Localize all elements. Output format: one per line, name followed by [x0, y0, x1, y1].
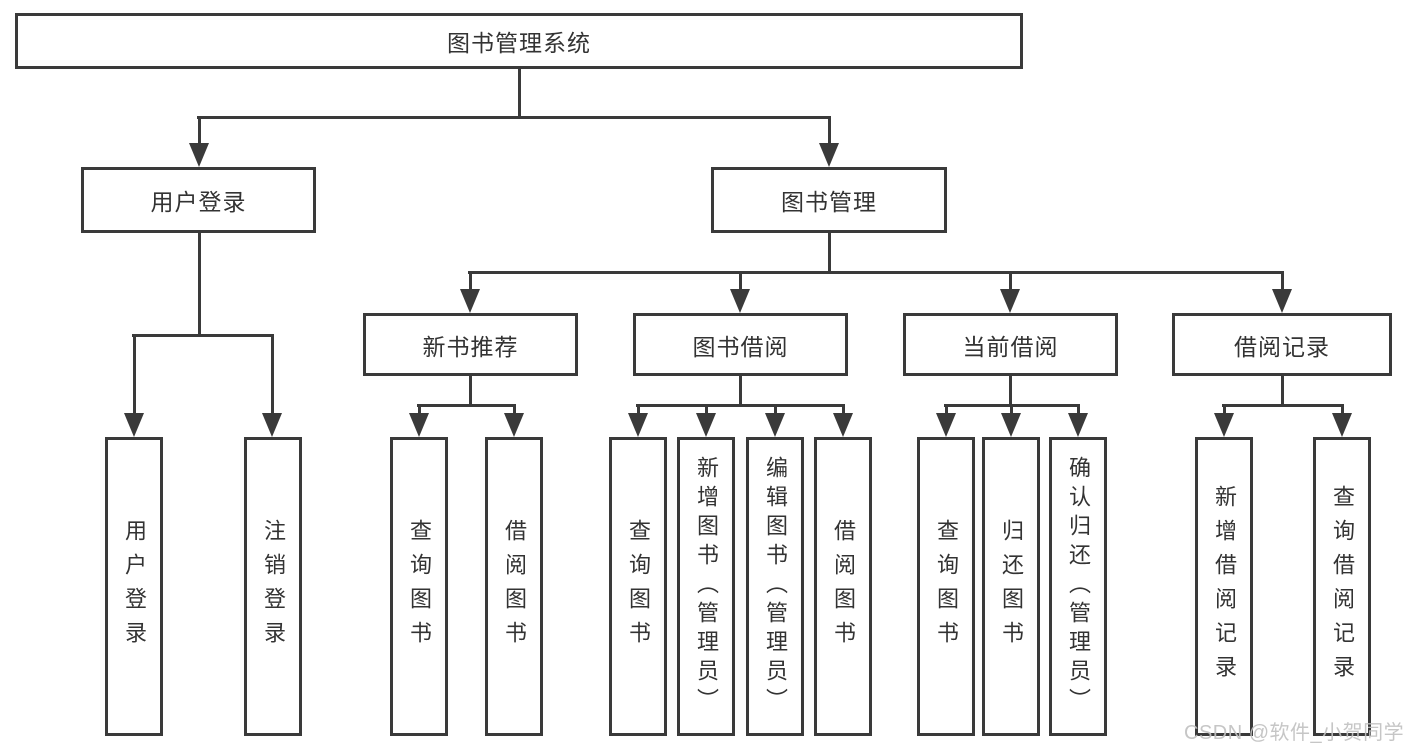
- arrow-shaft: [1008, 271, 1012, 291]
- leaf-user-login: 用户登录: [105, 437, 163, 736]
- node-book-management: 图书管理: [711, 167, 947, 233]
- connector-hline: [1222, 404, 1344, 407]
- leaf-query-books-recommend-label: 查询图书: [407, 518, 432, 655]
- connector-hline: [636, 404, 845, 407]
- node-borrow-records: 借阅记录: [1172, 313, 1392, 376]
- arrow-shaft: [841, 404, 845, 415]
- arrow-shaft: [827, 116, 831, 145]
- arrowhead-down-icon: [1214, 413, 1234, 437]
- arrow-shaft: [738, 271, 742, 291]
- node-current-borrow: 当前借阅: [903, 313, 1118, 376]
- connector-vline: [468, 376, 472, 407]
- arrowhead-down-icon: [696, 413, 716, 437]
- node-user-login-label: 用户登录: [150, 189, 247, 215]
- arrow-shaft: [417, 404, 421, 415]
- node-root: 图书管理系统: [15, 13, 1023, 69]
- arrow-shaft: [944, 404, 948, 415]
- arrow-shaft: [773, 404, 777, 415]
- node-root-label: 图书管理系统: [447, 30, 591, 56]
- arrowhead-down-icon: [409, 413, 429, 437]
- node-book-borrow: 图书借阅: [633, 313, 848, 376]
- leaf-return-book: 归还图书: [982, 437, 1040, 736]
- node-new-book-recommend-label: 新书推荐: [422, 333, 519, 360]
- leaf-query-books-current-label: 查询图书: [934, 518, 959, 655]
- arrowhead-down-icon: [504, 413, 524, 437]
- leaf-query-borrow-record: 查询借阅记录: [1313, 437, 1371, 736]
- node-book-management-label: 图书管理: [781, 189, 877, 215]
- arrowhead-down-icon: [1000, 289, 1020, 313]
- leaf-add-book-admin: 新增图书（管理员）: [677, 437, 735, 736]
- arrowhead-down-icon: [460, 289, 480, 313]
- leaf-add-book-admin-label: 新增图书（管理员）: [694, 456, 719, 717]
- node-current-borrow-label: 当前借阅: [962, 333, 1059, 360]
- arrow-shaft: [270, 334, 274, 415]
- leaf-confirm-return-admin-label: 确认归还（管理员）: [1066, 456, 1091, 717]
- arrowhead-down-icon: [936, 413, 956, 437]
- arrowhead-down-icon: [1332, 413, 1352, 437]
- leaf-user-login-label: 用户登录: [122, 518, 147, 655]
- leaf-borrow-books-recommend-label: 借阅图书: [502, 518, 527, 655]
- arrow-shaft: [512, 404, 516, 415]
- leaf-borrow-books-borrow-label: 借阅图书: [831, 518, 856, 655]
- leaf-return-book-label: 归还图书: [999, 518, 1024, 655]
- leaf-query-books-recommend: 查询图书: [390, 437, 448, 736]
- arrowhead-down-icon: [1001, 413, 1021, 437]
- leaf-confirm-return-admin: 确认归还（管理员）: [1049, 437, 1107, 736]
- arrowhead-down-icon: [765, 413, 785, 437]
- node-new-book-recommend: 新书推荐: [363, 313, 578, 376]
- arrow-shaft: [132, 334, 136, 415]
- csdn-watermark: CSDN @软件_小贺同学: [1184, 722, 1405, 744]
- connector-vline: [1280, 376, 1284, 407]
- leaf-borrow-books-borrow: 借阅图书: [814, 437, 872, 736]
- leaf-edit-book-admin: 编辑图书（管理员）: [746, 437, 804, 736]
- arrow-shaft: [1222, 404, 1226, 415]
- arrowhead-down-icon: [1272, 289, 1292, 313]
- arrow-shaft: [468, 271, 472, 291]
- leaf-logout: 注销登录: [244, 437, 302, 736]
- arrowhead-down-icon: [189, 143, 209, 167]
- leaf-add-borrow-record-label: 新增借阅记录: [1212, 484, 1237, 689]
- arrow-shaft: [1280, 271, 1284, 291]
- arrowhead-down-icon: [124, 413, 144, 437]
- node-book-borrow-label: 图书借阅: [692, 333, 789, 360]
- leaf-query-books-borrow: 查询图书: [609, 437, 667, 736]
- connector-vline: [517, 69, 521, 118]
- arrow-shaft: [197, 116, 201, 145]
- arrow-shaft: [636, 404, 640, 415]
- leaf-add-borrow-record: 新增借阅记录: [1195, 437, 1253, 736]
- arrowhead-down-icon: [628, 413, 648, 437]
- arrowhead-down-icon: [819, 143, 839, 167]
- arrow-shaft: [1009, 404, 1013, 415]
- node-user-login: 用户登录: [81, 167, 316, 233]
- arrow-shaft: [1076, 404, 1080, 415]
- connector-hline: [132, 334, 274, 337]
- node-borrow-records-label: 借阅记录: [1234, 333, 1330, 360]
- leaf-edit-book-admin-label: 编辑图书（管理员）: [763, 456, 788, 717]
- arrowhead-down-icon: [833, 413, 853, 437]
- connector-hline: [468, 271, 1284, 274]
- arrowhead-down-icon: [730, 289, 750, 313]
- leaf-query-books-current: 查询图书: [917, 437, 975, 736]
- arrow-shaft: [1340, 404, 1344, 415]
- connector-hline: [417, 404, 516, 407]
- connector-vline: [738, 376, 742, 407]
- leaf-query-books-borrow-label: 查询图书: [626, 518, 651, 655]
- arrowhead-down-icon: [1068, 413, 1088, 437]
- connector-hline: [197, 116, 831, 119]
- leaf-logout-label: 注销登录: [261, 518, 286, 655]
- leaf-query-borrow-record-label: 查询借阅记录: [1330, 484, 1355, 689]
- connector-vline: [1008, 376, 1012, 407]
- leaf-borrow-books-recommend: 借阅图书: [485, 437, 543, 736]
- arrowhead-down-icon: [262, 413, 282, 437]
- connector-vline: [827, 233, 831, 274]
- arrow-shaft: [704, 404, 708, 415]
- connector-vline: [197, 233, 201, 337]
